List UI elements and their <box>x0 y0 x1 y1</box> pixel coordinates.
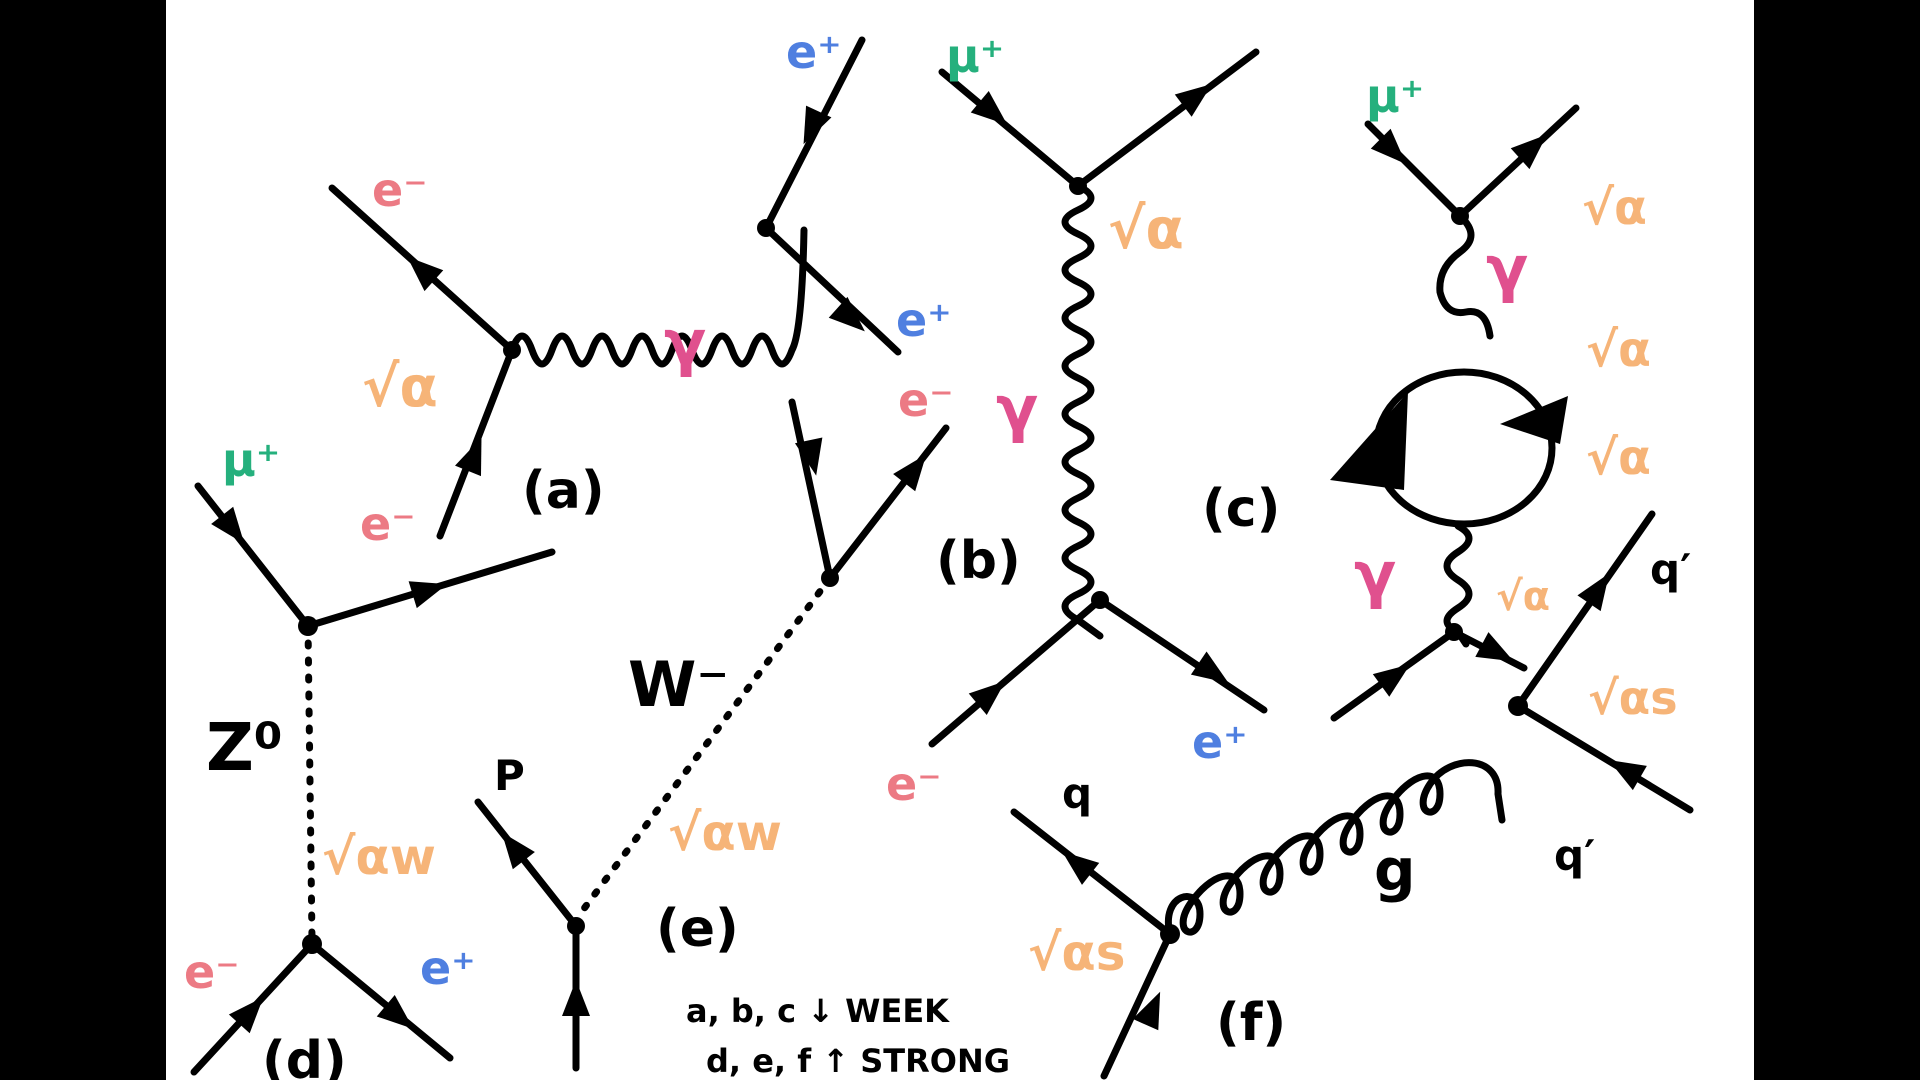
label-e-plus-1: e⁺ <box>786 25 841 79</box>
note-weak: a, b, c ↓ WEEK <box>686 992 950 1030</box>
c-vertex-1 <box>1451 207 1469 225</box>
coupling-b: √α <box>1108 197 1184 262</box>
e-electron-out-line <box>826 424 950 582</box>
label-z0: Z⁰ <box>206 709 283 786</box>
c-loop-arrow-right <box>1500 396 1568 444</box>
c-loop-arrow-left <box>1330 392 1408 490</box>
label-e-minus-5: e⁻ <box>184 945 239 999</box>
coupling-f-left: √αs <box>1028 924 1125 982</box>
label-q-prime-bottom: q′ <box>1554 831 1595 880</box>
label-q: q <box>1062 769 1092 818</box>
b-muon-out-line <box>1074 48 1260 190</box>
b-positron-out-line <box>1096 596 1268 714</box>
label-f: (f) <box>1216 993 1286 1053</box>
b-photon-line <box>1061 182 1104 640</box>
f-qprime-out-line <box>1514 510 1656 710</box>
d-positron-out-line <box>308 940 454 1062</box>
label-e: (e) <box>656 899 739 959</box>
a-photon-line <box>508 226 808 368</box>
e-proton-out-line <box>474 798 580 930</box>
e-arrow-1 <box>794 437 830 479</box>
diagram-a <box>328 36 902 540</box>
f-qprime-in-line <box>1514 702 1694 814</box>
f-quark-in-line <box>1100 930 1174 1080</box>
label-mu-plus-1: μ⁺ <box>946 29 1004 83</box>
label-e-minus-1: e⁻ <box>372 163 427 217</box>
c-vertex-2 <box>1445 623 1463 641</box>
d-vertex-1 <box>298 616 318 636</box>
label-e-plus-2: e⁺ <box>896 293 951 347</box>
coupling-c-2: √α <box>1586 322 1651 378</box>
coupling-f-right: √αs <box>1588 671 1678 725</box>
note-strong: d, e, f ↑ STRONG <box>706 1042 1010 1080</box>
label-mu-plus-3: μ⁺ <box>222 433 280 487</box>
coupling-a: √α <box>362 355 438 420</box>
label-p: P <box>494 751 525 800</box>
c-muon-out-line <box>1456 104 1580 220</box>
b-vertex-1 <box>1069 177 1087 195</box>
coupling-c-4: √α <box>1496 574 1550 620</box>
d-z0-propagator <box>304 622 316 944</box>
e-vertex-2 <box>567 917 585 935</box>
a-vertex-2 <box>757 219 775 237</box>
f-gluon-line <box>1164 759 1506 938</box>
label-e-minus-3: e⁻ <box>898 373 953 427</box>
diagram-b <box>928 48 1268 748</box>
a-electron-in-line <box>436 346 516 540</box>
coupling-c-1: √α <box>1582 180 1647 236</box>
label-gamma-a: γ <box>664 306 706 379</box>
label-gamma-c-lower: γ <box>1354 538 1396 611</box>
e-w-propagator <box>576 574 834 918</box>
label-e-minus-2: e⁻ <box>360 497 415 551</box>
label-e-plus-4: e⁺ <box>420 941 475 995</box>
a-positron-out-line <box>762 224 902 356</box>
d-arrow-2 <box>408 570 452 609</box>
a-vertex-1 <box>503 341 521 359</box>
label-mu-plus-2: μ⁺ <box>1366 69 1424 123</box>
f-vertex-2 <box>1508 696 1528 716</box>
label-c: (c) <box>1202 479 1280 539</box>
coupling-c-3: √α <box>1586 430 1651 486</box>
label-gamma-b: γ <box>996 372 1038 445</box>
diagram-c <box>1330 104 1580 722</box>
e-electron-in-line <box>788 398 834 582</box>
label-g: g <box>1374 836 1416 904</box>
e-vertex-1 <box>821 569 839 587</box>
d-muon-in-line <box>194 482 312 630</box>
coupling-d: √αw <box>322 828 436 886</box>
b-muon-in-line <box>938 68 1082 190</box>
c-arrow-4 <box>1475 632 1521 674</box>
d-vertex-2 <box>302 934 322 954</box>
c-photon-upper <box>1436 212 1494 340</box>
coupling-e: √αw <box>668 804 782 862</box>
diagram-f <box>1010 510 1694 1080</box>
b-electron-in-line <box>928 596 1104 748</box>
label-w-minus: W⁻ <box>628 648 729 721</box>
label-d: (d) <box>262 1031 347 1080</box>
f-vertex-1 <box>1160 924 1180 944</box>
label-e-plus-3: e⁺ <box>1192 715 1247 769</box>
f-quark-out-line <box>1010 808 1174 938</box>
label-e-minus-4: e⁻ <box>886 757 941 811</box>
label-q-prime-top: q′ <box>1650 545 1691 594</box>
label-b: (b) <box>936 531 1021 591</box>
c-photon-lower <box>1443 522 1473 648</box>
label-gamma-c-upper: γ <box>1486 232 1528 305</box>
diagram-e <box>474 398 950 1072</box>
whiteboard-panel <box>166 0 1754 1080</box>
b-vertex-2 <box>1091 591 1109 609</box>
e-arrow-4 <box>562 980 590 1016</box>
diagram-d <box>190 482 556 1076</box>
label-a: (a) <box>522 461 605 521</box>
